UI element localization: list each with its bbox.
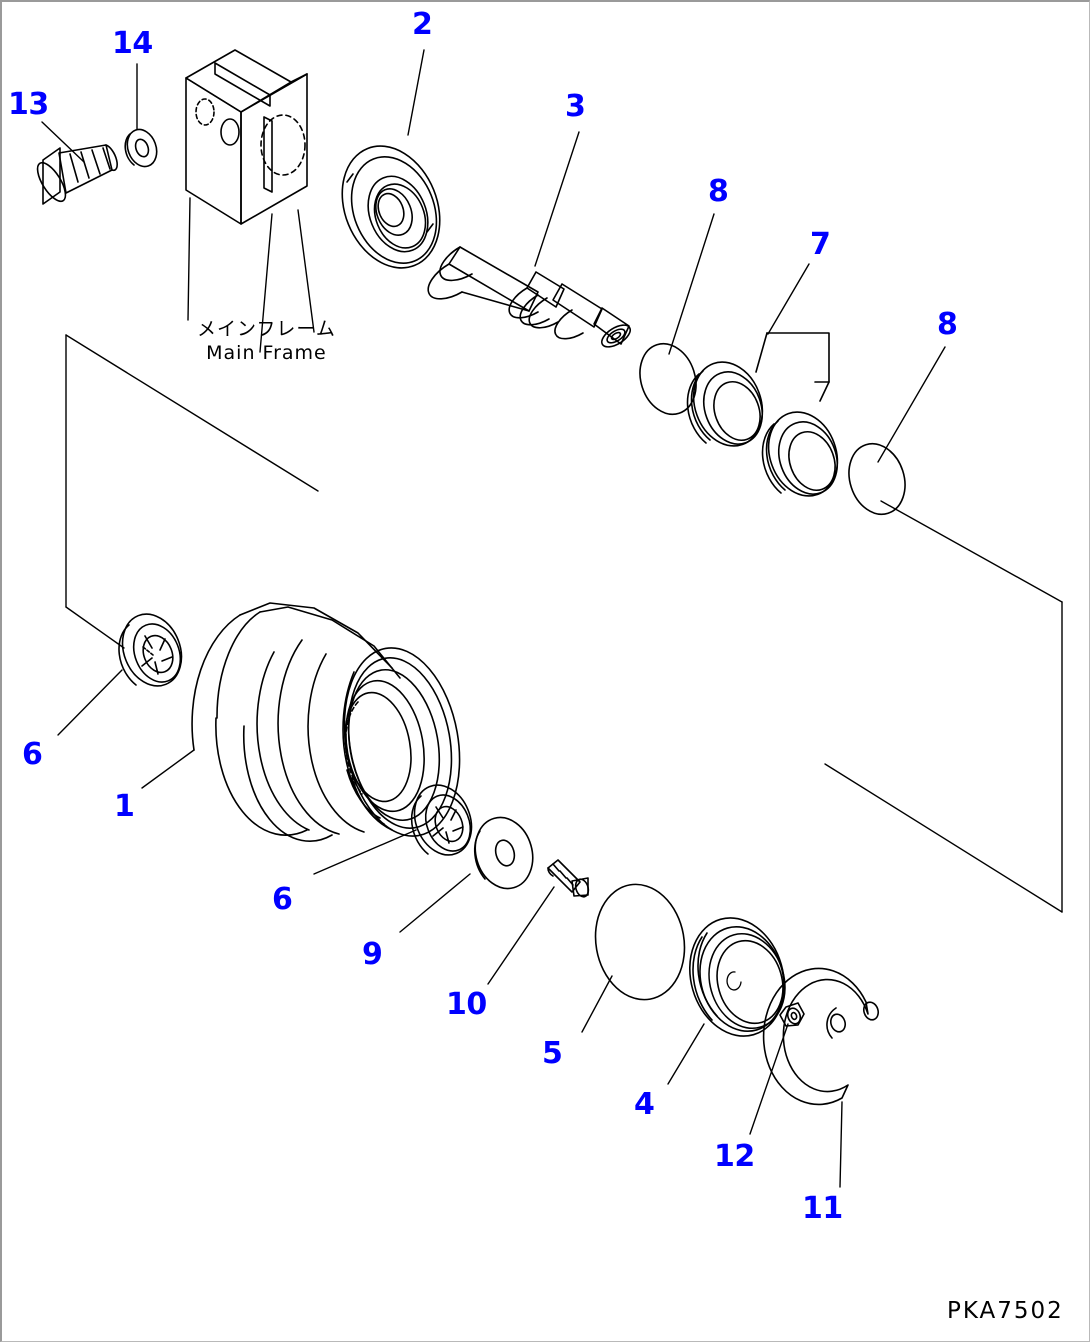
callout-8-right[interactable]: 8	[937, 307, 958, 342]
leader-line-l13	[41, 121, 85, 163]
part-14-washer	[124, 128, 158, 168]
part-6-bushing-right	[410, 784, 473, 856]
part-3-shaft	[427, 246, 632, 348]
leader-line-l7	[767, 263, 810, 335]
part-9-thrust-washer	[474, 816, 534, 890]
leader-line-l4	[667, 1023, 705, 1085]
leader-line-l5	[581, 975, 613, 1033]
leader-line-l8a	[668, 213, 715, 355]
callout-4[interactable]: 4	[634, 1087, 655, 1122]
sheet-code: PKA7502	[947, 1298, 1064, 1324]
main-frame-label-jp: メインフレーム	[197, 318, 336, 340]
part-12-plug	[779, 1002, 805, 1027]
main-frame-bracket	[185, 49, 308, 225]
part-10-plug-bolt	[547, 859, 590, 898]
callout-2[interactable]: 2	[412, 7, 433, 42]
callout-7[interactable]: 7	[810, 227, 831, 262]
part-7-floating-seal	[686, 332, 839, 497]
main-frame-label: メインフレーム Main Frame	[197, 318, 336, 366]
leader-lines	[41, 49, 946, 1188]
leader-line-l3	[534, 131, 580, 267]
leader-line-l6b	[313, 829, 417, 875]
leader-line-l1	[141, 749, 195, 789]
leader-line-l6a	[57, 669, 123, 736]
callout-9[interactable]: 9	[362, 937, 383, 972]
callout-5[interactable]: 5	[542, 1036, 563, 1071]
main-frame-label-en: Main Frame	[206, 341, 327, 364]
callout-13[interactable]: 13	[8, 87, 49, 122]
frame-reference-outline	[65, 334, 1063, 913]
leader-line-l8b	[877, 346, 946, 463]
part-13-bolt	[36, 144, 118, 205]
part-8-o-ring-left	[639, 342, 697, 416]
callout-1[interactable]: 1	[114, 789, 135, 824]
callout-8-upper[interactable]: 8	[708, 174, 729, 209]
leader-line-l12	[749, 1023, 789, 1135]
part-8-o-ring-right	[848, 442, 906, 516]
callout-12[interactable]: 12	[714, 1139, 755, 1174]
main-frame-leader-lines	[187, 197, 315, 353]
callout-11[interactable]: 11	[802, 1191, 843, 1226]
callout-6-right[interactable]: 6	[272, 882, 293, 917]
part-4-end-cover	[688, 917, 786, 1037]
leader-line-l11	[839, 1101, 843, 1188]
callout-14[interactable]: 14	[112, 26, 153, 61]
callout-3[interactable]: 3	[565, 89, 586, 124]
part-5-o-ring	[594, 883, 686, 1001]
leader-line-l2	[407, 49, 425, 136]
leader-line-l10	[487, 886, 555, 985]
callout-6-left[interactable]: 6	[22, 737, 43, 772]
part-6-bushing-left	[118, 613, 183, 687]
part-11-snap-ring	[762, 967, 880, 1106]
part-1-roller-shell	[191, 602, 461, 842]
part-2-bushing	[341, 145, 441, 269]
leader-line-l9	[399, 873, 471, 933]
callout-10[interactable]: 10	[446, 987, 487, 1022]
